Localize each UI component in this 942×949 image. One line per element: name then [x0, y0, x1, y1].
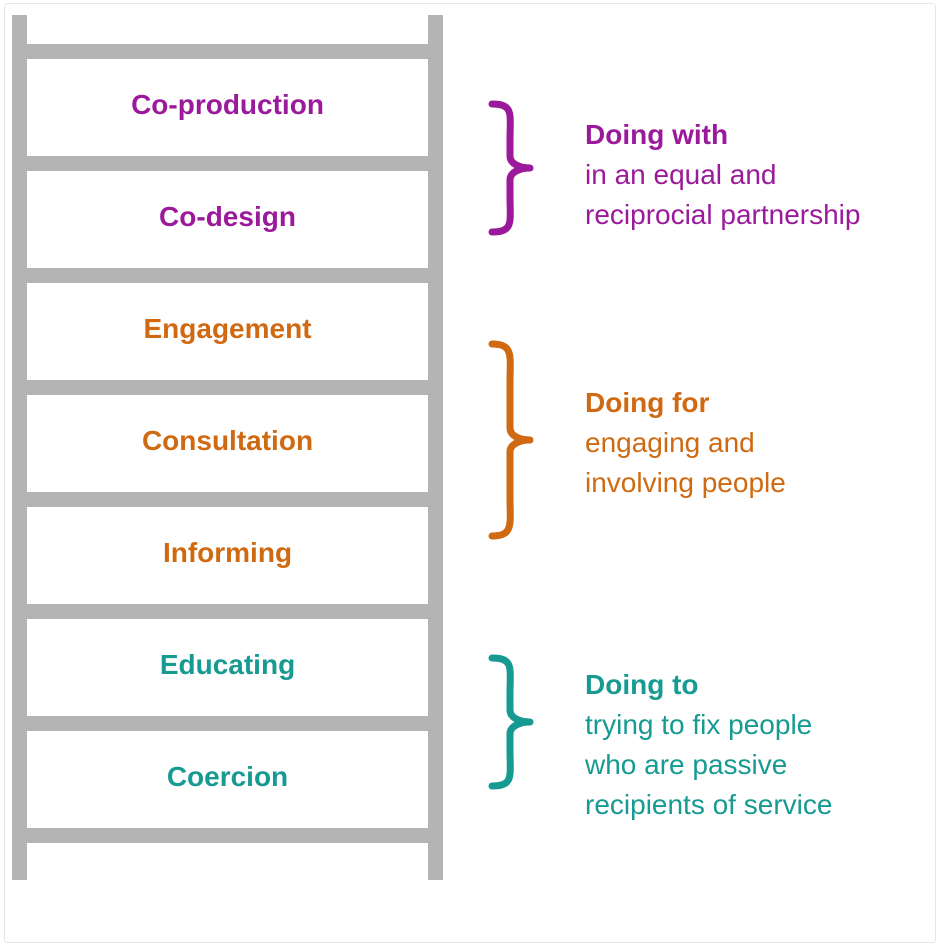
rung-label-educating: Educating: [159, 649, 296, 680]
group-description-line: engaging and: [585, 427, 755, 458]
rung-label-consultation: Consultation: [141, 425, 314, 456]
brace-doing-with-icon: [488, 100, 534, 236]
group-description-line: trying to fix people: [585, 709, 813, 740]
rung-label-co-production: Co-production: [131, 89, 324, 120]
rung-label-co-design: Co-design: [159, 201, 296, 232]
ladder-right-rail: [428, 15, 443, 880]
ladder-rung: [12, 604, 443, 619]
group-doing-for: Doing for engaging and involving people: [585, 383, 786, 503]
group-title: Doing to: [585, 669, 699, 700]
group-description-line: involving people: [585, 467, 786, 498]
group-description-line: who are passive: [585, 749, 788, 780]
group-doing-to: Doing to trying to fix people who are pa…: [585, 665, 832, 825]
group-title: Doing for: [585, 387, 710, 418]
rung-label-coercion: Coercion: [166, 761, 289, 792]
rung-label-informing: Informing: [162, 537, 293, 568]
ladder-rung: [12, 156, 443, 171]
brace-doing-to-icon: [488, 654, 534, 790]
ladder-rung: [12, 716, 443, 731]
group-description-line: in an equal and: [585, 159, 777, 190]
rung-label-engagement: Engagement: [143, 313, 312, 344]
ladder-rung: [12, 380, 443, 395]
group-description-line: recipients of service: [585, 789, 833, 820]
group-doing-with: Doing with in an equal and reciprocial p…: [585, 115, 860, 235]
ladder-rung: [12, 44, 443, 59]
group-description-line: reciprocial partnership: [585, 199, 861, 230]
ladder-left-rail: [12, 15, 27, 880]
ladder-rung: [12, 492, 443, 507]
ladder-rung: [12, 268, 443, 283]
brace-doing-for-icon: [488, 340, 534, 540]
group-title: Doing with: [585, 119, 729, 150]
ladder-rung: [12, 828, 443, 843]
